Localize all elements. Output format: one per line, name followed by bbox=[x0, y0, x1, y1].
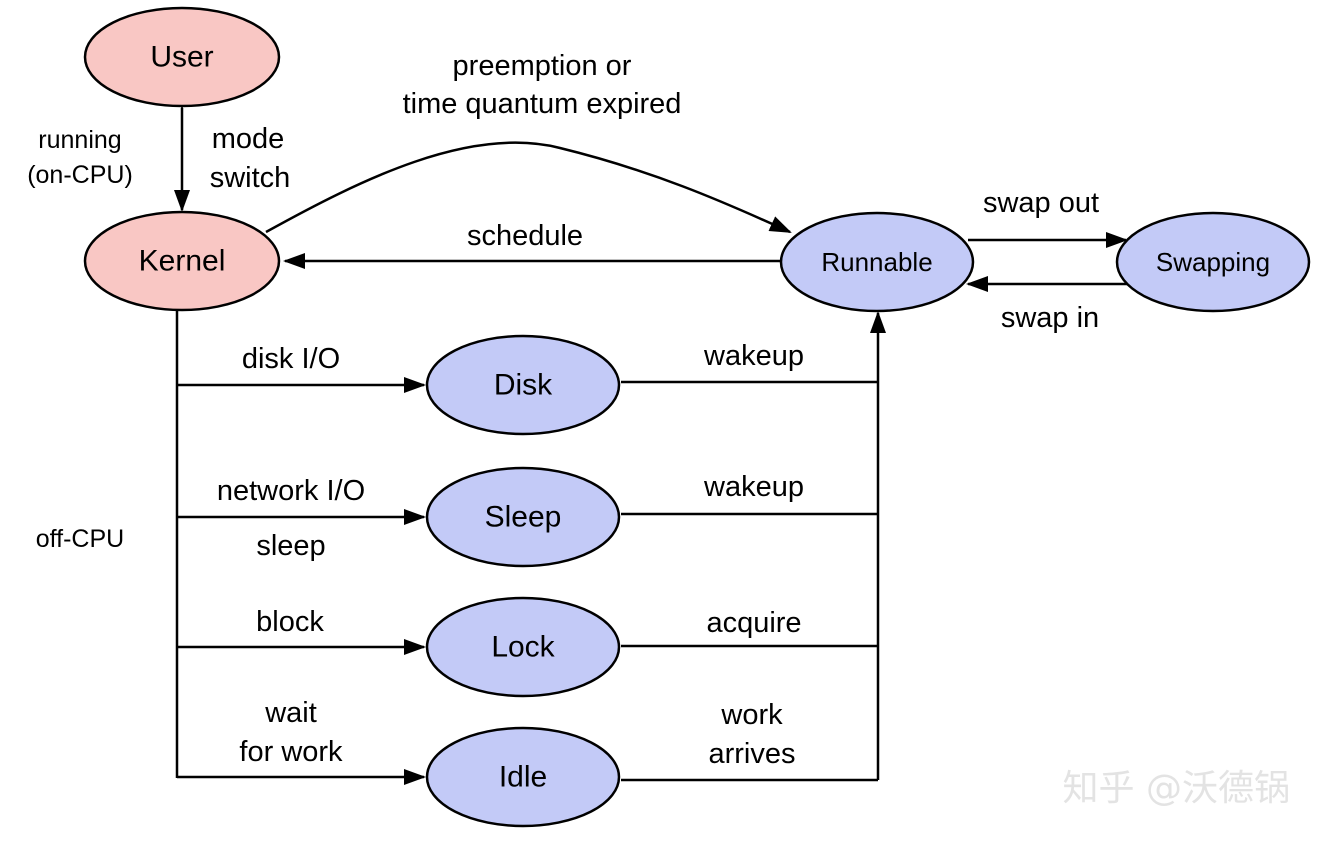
node-runnable-label: Runnable bbox=[821, 247, 932, 277]
node-idle-label: Idle bbox=[499, 761, 547, 794]
schedule-label: schedule bbox=[467, 220, 583, 252]
work-arrives-label-line2: arrives bbox=[708, 738, 795, 770]
node-idle: Idle bbox=[425, 726, 621, 828]
preemption-label-line1: preemption or bbox=[453, 50, 632, 82]
node-user-label: User bbox=[150, 41, 213, 74]
preemption-edge bbox=[265, 141, 792, 234]
wait-label-line1: wait bbox=[264, 697, 317, 729]
node-user: User bbox=[83, 6, 281, 108]
node-swapping: Swapping bbox=[1115, 211, 1311, 313]
wait-label-line2: for work bbox=[239, 736, 343, 768]
mode-switch-label-line1: mode bbox=[212, 123, 285, 155]
node-runnable: Runnable bbox=[779, 211, 975, 313]
wakeup-disk-label: wakeup bbox=[703, 340, 804, 372]
node-lock: Lock bbox=[425, 596, 621, 698]
node-kernel: Kernel bbox=[83, 210, 281, 312]
off-cpu-label: off-CPU bbox=[36, 525, 124, 553]
node-sleep-label: Sleep bbox=[485, 501, 562, 534]
running-label-line2: (on-CPU) bbox=[27, 161, 133, 189]
acquire-label: acquire bbox=[706, 607, 801, 639]
mode-switch-label-line2: switch bbox=[210, 162, 291, 194]
disk-io-label: disk I/O bbox=[242, 343, 340, 375]
wakeup-sleep-label: wakeup bbox=[703, 471, 804, 503]
swap-in-label: swap in bbox=[1001, 302, 1099, 334]
watermark: 知乎 @沃德锅 bbox=[1063, 768, 1290, 809]
sleep-edge-label: sleep bbox=[256, 530, 325, 562]
node-swapping-label: Swapping bbox=[1156, 247, 1270, 277]
node-kernel-label: Kernel bbox=[139, 245, 226, 278]
node-lock-label: Lock bbox=[491, 631, 555, 664]
node-disk-label: Disk bbox=[494, 369, 553, 402]
network-io-label: network I/O bbox=[217, 475, 365, 507]
running-label-line1: running bbox=[38, 126, 121, 154]
work-arrives-label-line1: work bbox=[720, 699, 783, 731]
node-disk: Disk bbox=[425, 334, 621, 436]
preemption-label-line2: time quantum expired bbox=[403, 88, 682, 120]
node-sleep: Sleep bbox=[425, 466, 621, 568]
block-label: block bbox=[256, 606, 324, 638]
swap-out-label: swap out bbox=[983, 187, 1099, 219]
